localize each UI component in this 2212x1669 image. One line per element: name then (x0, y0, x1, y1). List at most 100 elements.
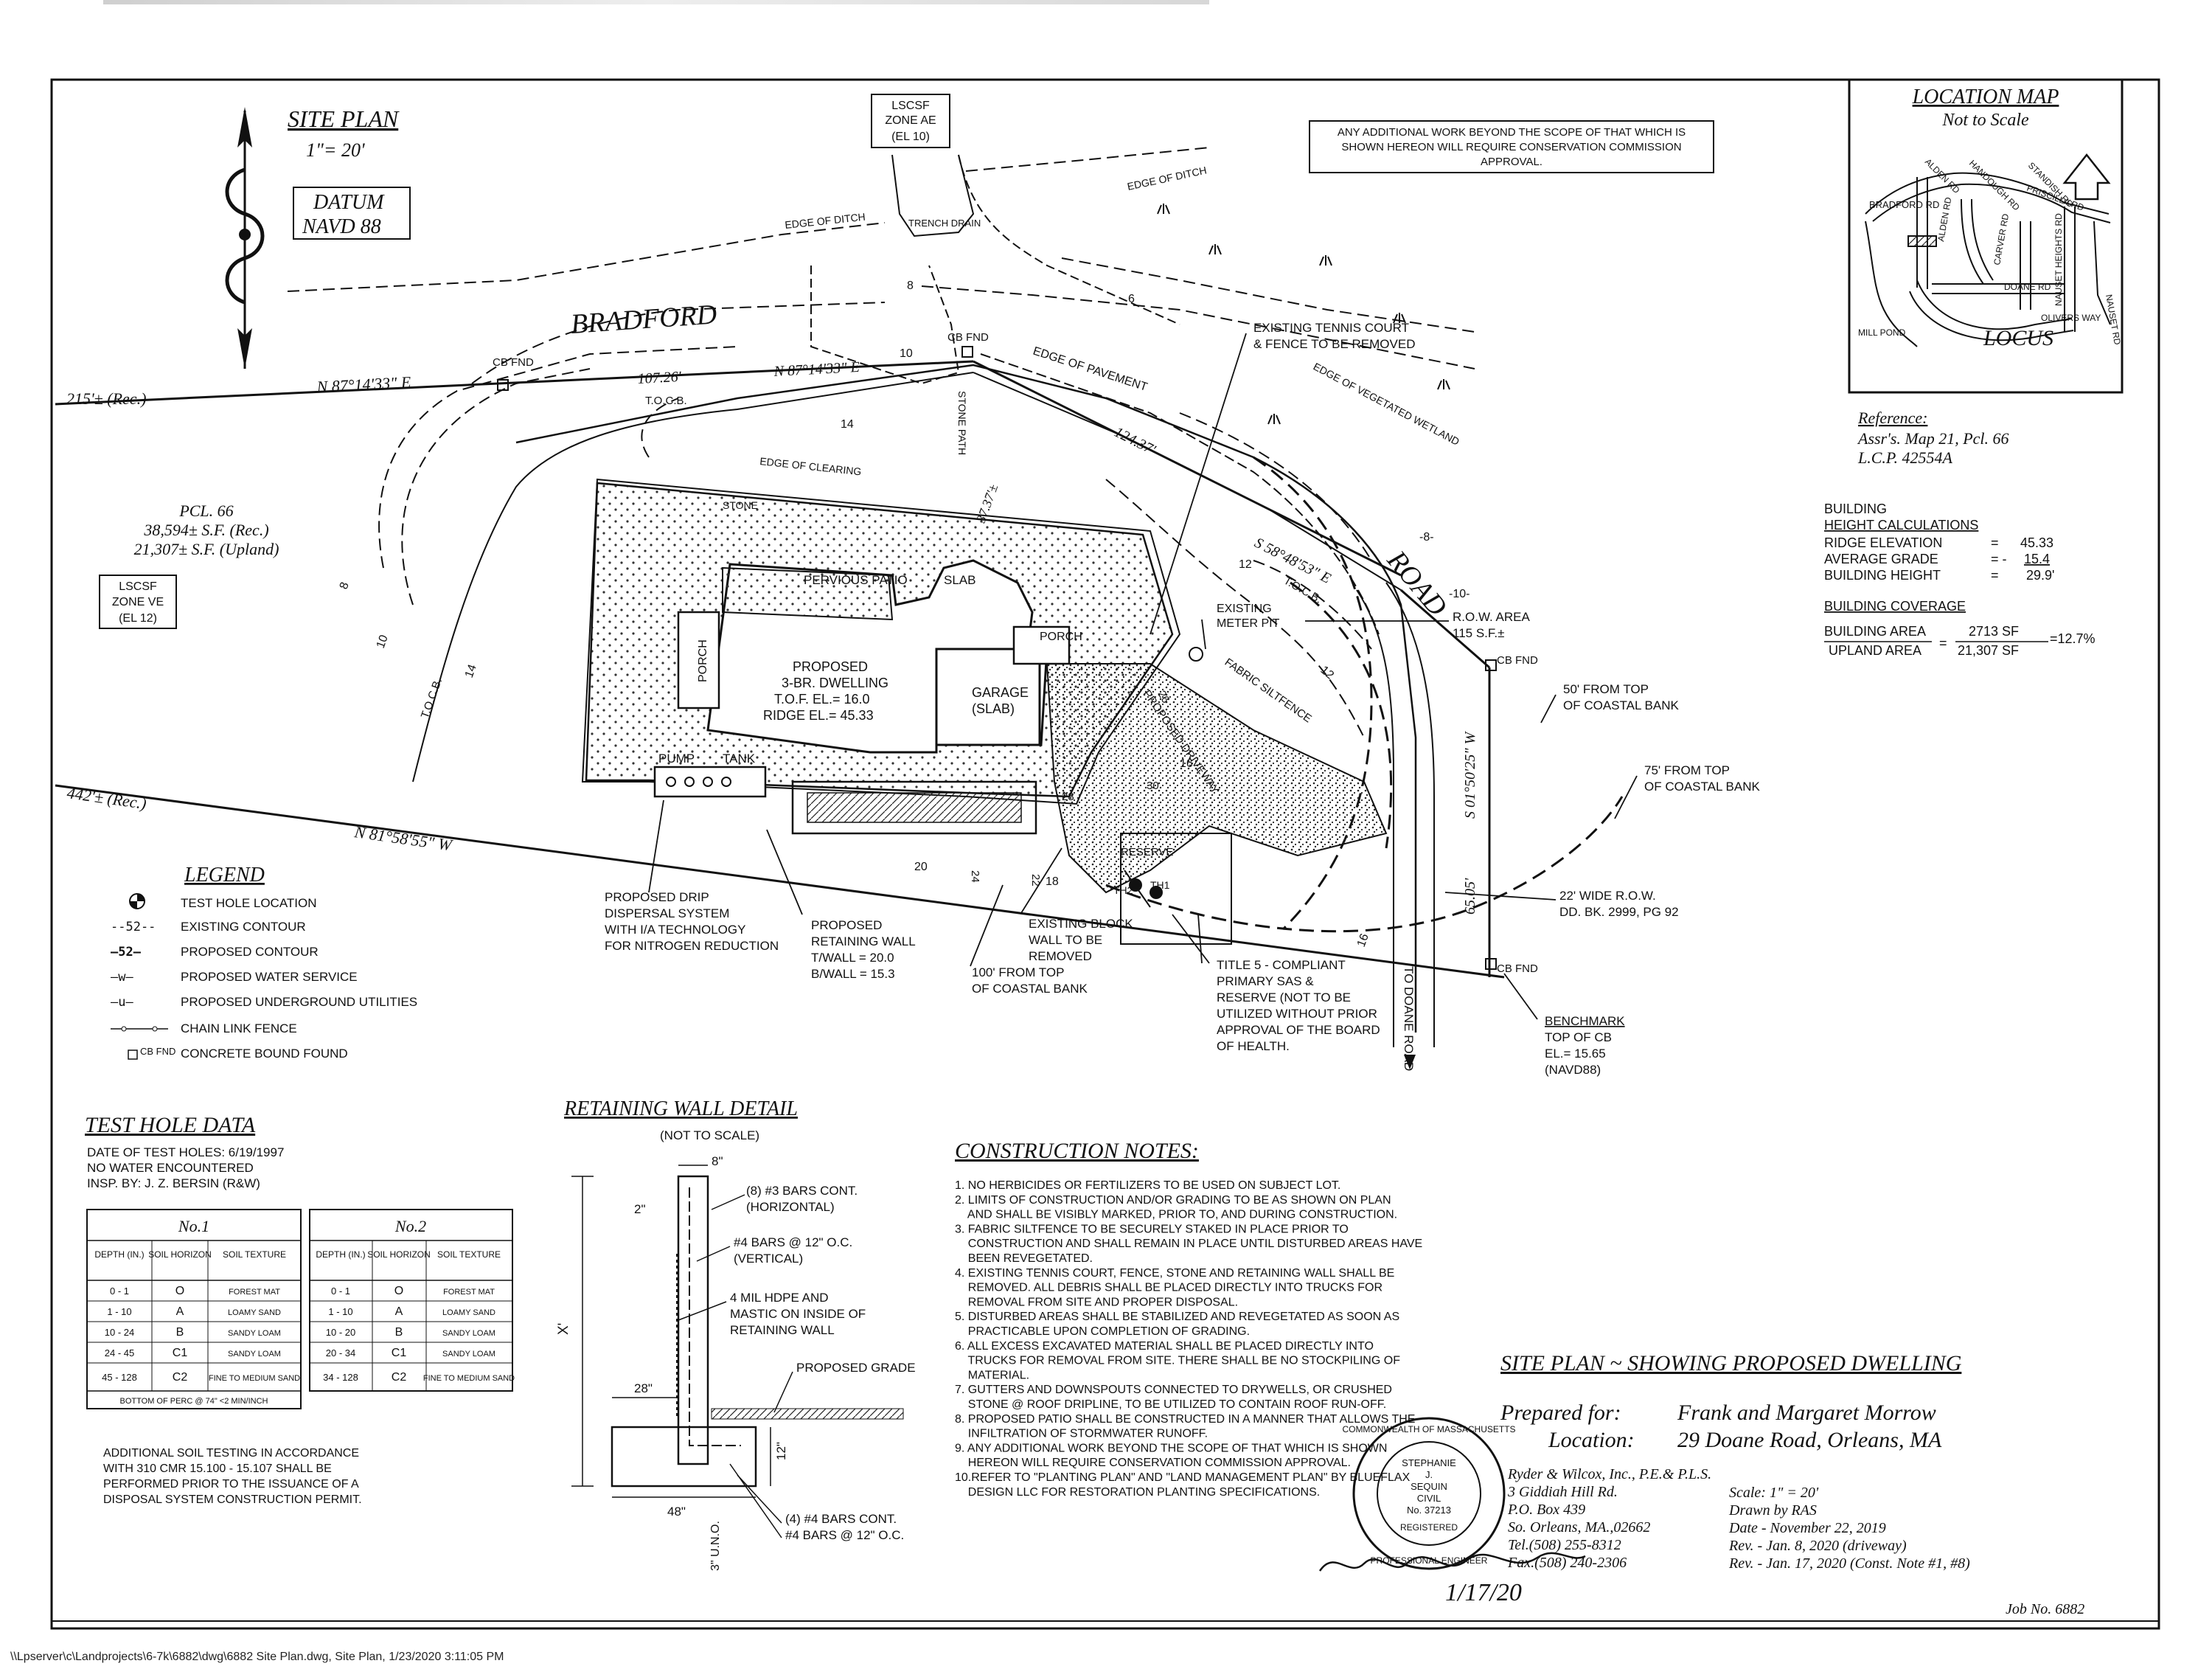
no1-texture: FINE TO MEDIUM SAND (209, 1374, 300, 1383)
construction-note-line: 4. EXISTING TENNIS COURT, FENCE, STONE A… (955, 1267, 1394, 1280)
meta-line: Date - November 22, 2019 (1728, 1520, 1886, 1536)
legend-sym-cb: CB FND (140, 1046, 175, 1057)
zone-ae-line-2: ZONE AE (885, 114, 936, 127)
upland-area-value: 21,307 SF (1958, 643, 2019, 658)
to-doane-arrow-icon (1404, 1055, 1416, 1069)
seal-number: No. 37213 (1407, 1505, 1451, 1516)
garage-line-2: (SLAB) (972, 701, 1015, 716)
porch-label-2: PORCH (697, 639, 709, 682)
no1-depth: 1 - 10 (107, 1306, 131, 1317)
contour-num: -8- (1419, 531, 1434, 544)
bearing-west: N 81°58'55" W (352, 822, 454, 855)
rw-note-10: #4 BARS @ 12" O.C. (785, 1528, 904, 1542)
legend-label-water: PROPOSED WATER SERVICE (181, 970, 358, 984)
zone-ae-line-1: LSCSF (891, 100, 930, 112)
construction-note-line: AND SHALL BE VISIBLY MARKED, PRIOR TO, A… (955, 1209, 1397, 1221)
proposed-driveway-area (1046, 663, 1388, 894)
drip-line-1: PROPOSED DRIP (605, 890, 709, 904)
rw-note-1: (8) #3 BARS CONT. (746, 1184, 858, 1198)
construction-note-line: 8. PROPOSED PATIO SHALL BE CONSTRUCTED I… (955, 1413, 1415, 1426)
benchmark-line-4: (NAVD88) (1545, 1063, 1601, 1077)
datum-value: NAVD 88 (302, 215, 381, 238)
no1-depth: 10 - 24 (105, 1327, 134, 1338)
map-road-handough: HANDOUGH RD (1967, 158, 2022, 212)
map-road-nauset: NAUSET RD (2104, 294, 2123, 346)
reference-line-2: L.C.P. 42554A (1857, 448, 1953, 467)
contour-num: 26 (1155, 689, 1172, 706)
porch-label-1: PORCH (1040, 631, 1082, 643)
conservation-note-line-3: APPROVAL. (1481, 156, 1543, 168)
rw-note-8: PROPOSED GRADE (796, 1361, 916, 1375)
additional-line-3: PERFORMED PRIOR TO THE ISSUANCE OF A (103, 1478, 359, 1491)
firm-line: P.O. Box 439 (1507, 1502, 1585, 1518)
contour-num: 10 (375, 634, 391, 650)
zone-ve-line-1: LSCSF (119, 580, 157, 593)
rw-note-9: (4) #4 BARS CONT. (785, 1512, 897, 1526)
test-hole-water: NO WATER ENCOUNTERED (87, 1161, 254, 1175)
th1-label: TH1 (1150, 879, 1170, 891)
construction-note-line: BEEN REVEGETATED. (955, 1252, 1093, 1265)
building-height-value: 29.9' (2026, 568, 2054, 583)
title5-line-5: APPROVAL OF THE BOARD (1217, 1023, 1380, 1037)
construction-note-line: 1. NO HERBICIDES OR FERTILIZERS TO BE US… (955, 1179, 1340, 1192)
row-22-line-1: 22' WIDE R.O.W. (1559, 889, 1656, 903)
rw-note-4: (VERTICAL) (734, 1252, 803, 1266)
edge-of-wetland: EDGE OF VEGETATED WETLAND (1312, 361, 1461, 448)
test-hole-icon (1129, 878, 1163, 899)
parcel-number: PCL. 66 (178, 502, 233, 520)
test-hole-table-2: No.2 DEPTH (IN.) SOIL HORIZON SOIL TEXTU… (309, 1209, 515, 1392)
building-coverage: BUILDING COVERAGE BUILDING AREA UPLAND A… (1824, 599, 2096, 658)
title-block: SITE PLAN ~ SHOWING PROPOSED DWELLING Pr… (1500, 1351, 2084, 1617)
site-plan-title: SITE PLAN 1"= 20' DATUM NAVD 88 (288, 105, 411, 240)
parcel-info: PCL. 66 38,594± S.F. (Rec.) 21,307± S.F.… (134, 502, 279, 558)
test-hole-insp: INSP. BY: J. Z. BERSIN (R&W) (87, 1176, 260, 1190)
location-map: LOCATION MAP Not to Scale BRADFORD RD AL… (1848, 78, 2124, 394)
sheet-border (50, 78, 2160, 1630)
no2-texture: LOAMY SAND (442, 1308, 495, 1317)
building-area-value: 2713 SF (1969, 624, 2019, 639)
ridge-elevation-op: = (1991, 535, 1999, 550)
seal-pe: PROFESSIONAL ENGINEER (1371, 1555, 1488, 1566)
no2-depth: 34 - 128 (323, 1372, 358, 1383)
rw-note-2: (HORIZONTAL) (746, 1200, 835, 1214)
building-height-title-2: HEIGHT CALCULATIONS (1824, 518, 1978, 532)
rec-442-label: 442'± (Rec.) (66, 783, 147, 813)
retaining-wall-subtitle: (NOT TO SCALE) (660, 1128, 759, 1142)
retaining-wall-line-2: RETAINING WALL (811, 934, 916, 948)
chain-link-fence-icon (111, 1026, 168, 1032)
zone-ve-line-2: ZONE VE (112, 596, 164, 608)
bearing-north-2: N 87°14'33" E (773, 359, 860, 380)
no1-title: No.1 (178, 1217, 209, 1235)
dwelling-line-2: 3-BR. DWELLING (782, 676, 888, 690)
additional-line-2: WITH 310 CMR 15.100 - 15.107 SHALL BE (103, 1462, 332, 1475)
prepared-for-label: Prepared for: (1500, 1401, 1621, 1425)
map-road-nauset-heights: NAUSET HEIGHTS RD (2053, 213, 2064, 306)
site-plan-scale: 1"= 20' (306, 139, 365, 161)
signature-date: 1/17/20 (1445, 1579, 1522, 1606)
prepared-for-value: Frank and Margaret Morrow (1677, 1401, 1936, 1425)
legend-label-test-hole: TEST HOLE LOCATION (181, 896, 317, 910)
pe-seal: STEPHANIE J. SEQUIN CIVIL No. 37213 REGI… (1342, 1417, 1516, 1570)
drip-line-4: FOR NITROGEN REDUCTION (605, 939, 779, 953)
additional-line-1: ADDITIONAL SOIL TESTING IN ACCORDANCE (103, 1447, 359, 1460)
dist-107: 107.26' (637, 369, 682, 387)
dist-65: 65.05' (1462, 878, 1478, 915)
construction-notes: CONSTRUCTION NOTES: 1. NO HERBICIDES OR … (955, 1139, 1422, 1499)
pervious-patio-label: PERVIOUS PATIO (804, 573, 908, 587)
construction-note-line: 5. DISTURBED AREAS SHALL BE STABILIZED A… (955, 1311, 1399, 1323)
contour-num: 12 (1318, 664, 1336, 682)
edge-of-pavement: EDGE OF PAVEMENT (1032, 345, 1150, 394)
no2-depth: 1 - 10 (328, 1306, 352, 1317)
legend-sym-proposed-contour: —52— (111, 945, 142, 960)
meter-pit-line-2: METER PIT (1217, 617, 1280, 630)
contour-num: 28 (1062, 791, 1074, 803)
contour-num: 8 (907, 280, 914, 292)
construction-note-line: 9. ANY ADDITIONAL WORK BEYOND THE SCOPE … (955, 1442, 1387, 1454)
average-grade-value: 15.4 (2024, 552, 2050, 566)
construction-note-line: STONE @ ROOF DRIPLINE, TO BE UTILIZED TO… (955, 1398, 1386, 1411)
zone-ve-box: LSCSF ZONE VE (EL 12) (99, 575, 177, 629)
fifty-ft-line-2: OF COASTAL BANK (1563, 698, 1679, 712)
tank-label: TANK (723, 752, 756, 766)
no2-header-depth: DEPTH (IN.) (316, 1249, 365, 1260)
